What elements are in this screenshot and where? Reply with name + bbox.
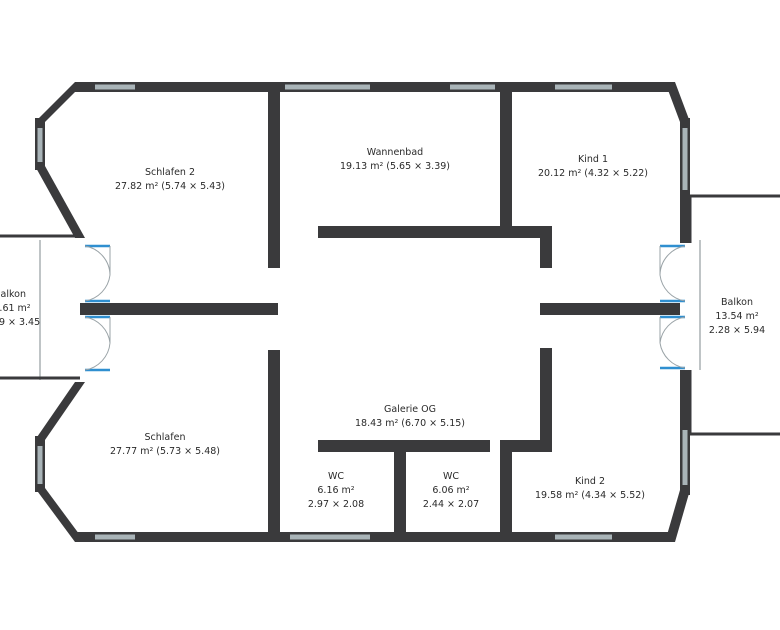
balcony-doors bbox=[84, 244, 686, 372]
room-name: Kind 1 bbox=[578, 154, 608, 165]
room-name: WC bbox=[443, 471, 459, 482]
room-area: 6.06 m² bbox=[432, 485, 469, 496]
room-kind-1: Kind 1 20.12 m² (4.32 × 5.22) bbox=[538, 154, 648, 179]
room-name: Wannenbad bbox=[367, 147, 423, 158]
interior-walls bbox=[80, 88, 680, 540]
room-labels: Schlafen 2 27.82 m² (5.74 × 5.43) Wannen… bbox=[0, 147, 765, 510]
room-area: 18.43 m² (6.70 × 5.15) bbox=[355, 418, 465, 429]
room-area: 27.77 m² (5.73 × 5.48) bbox=[110, 446, 220, 457]
balcony-railings bbox=[0, 194, 780, 436]
room-dims: 2.97 × 2.08 bbox=[308, 499, 364, 510]
room-name: Schlafen bbox=[145, 432, 186, 443]
room-balkon-right: Balkon 13.54 m² 2.28 × 5.94 bbox=[709, 297, 765, 336]
room-name: Kind 2 bbox=[575, 476, 605, 487]
room-area: 19.13 m² (5.65 × 3.39) bbox=[340, 161, 450, 172]
room-name: Galerie OG bbox=[384, 404, 436, 415]
room-dims: 2.49 × 3.45 bbox=[0, 317, 40, 328]
room-name: Schlafen 2 bbox=[145, 167, 195, 178]
windows bbox=[37, 84, 701, 540]
room-dims: 2.44 × 2.07 bbox=[423, 499, 479, 510]
room-name: Balkon bbox=[0, 289, 26, 300]
room-area: 8.61 m² bbox=[0, 303, 31, 314]
room-balkon-left: Balkon 8.61 m² 2.49 × 3.45 bbox=[0, 289, 40, 328]
room-area: 19.58 m² (4.34 × 5.52) bbox=[535, 490, 645, 501]
room-wannenbad: Wannenbad 19.13 m² (5.65 × 3.39) bbox=[340, 147, 450, 172]
room-galerie-og: Galerie OG 18.43 m² (6.70 × 5.15) bbox=[355, 404, 465, 429]
room-name: Balkon bbox=[721, 297, 753, 308]
room-dims: 2.28 × 5.94 bbox=[709, 325, 765, 336]
room-wc-1: WC 6.16 m² 2.97 × 2.08 bbox=[308, 471, 364, 510]
room-area: 20.12 m² (4.32 × 5.22) bbox=[538, 168, 648, 179]
room-wc-2: WC 6.06 m² 2.44 × 2.07 bbox=[423, 471, 479, 510]
room-area: 13.54 m² bbox=[715, 311, 758, 322]
room-schlafen-2: Schlafen 2 27.82 m² (5.74 × 5.43) bbox=[115, 167, 225, 192]
room-name: WC bbox=[328, 471, 344, 482]
room-area: 27.82 m² (5.74 × 5.43) bbox=[115, 181, 225, 192]
room-kind-2: Kind 2 19.58 m² (4.34 × 5.52) bbox=[535, 476, 645, 501]
room-area: 6.16 m² bbox=[317, 485, 354, 496]
room-schlafen: Schlafen 27.77 m² (5.73 × 5.48) bbox=[110, 432, 220, 457]
